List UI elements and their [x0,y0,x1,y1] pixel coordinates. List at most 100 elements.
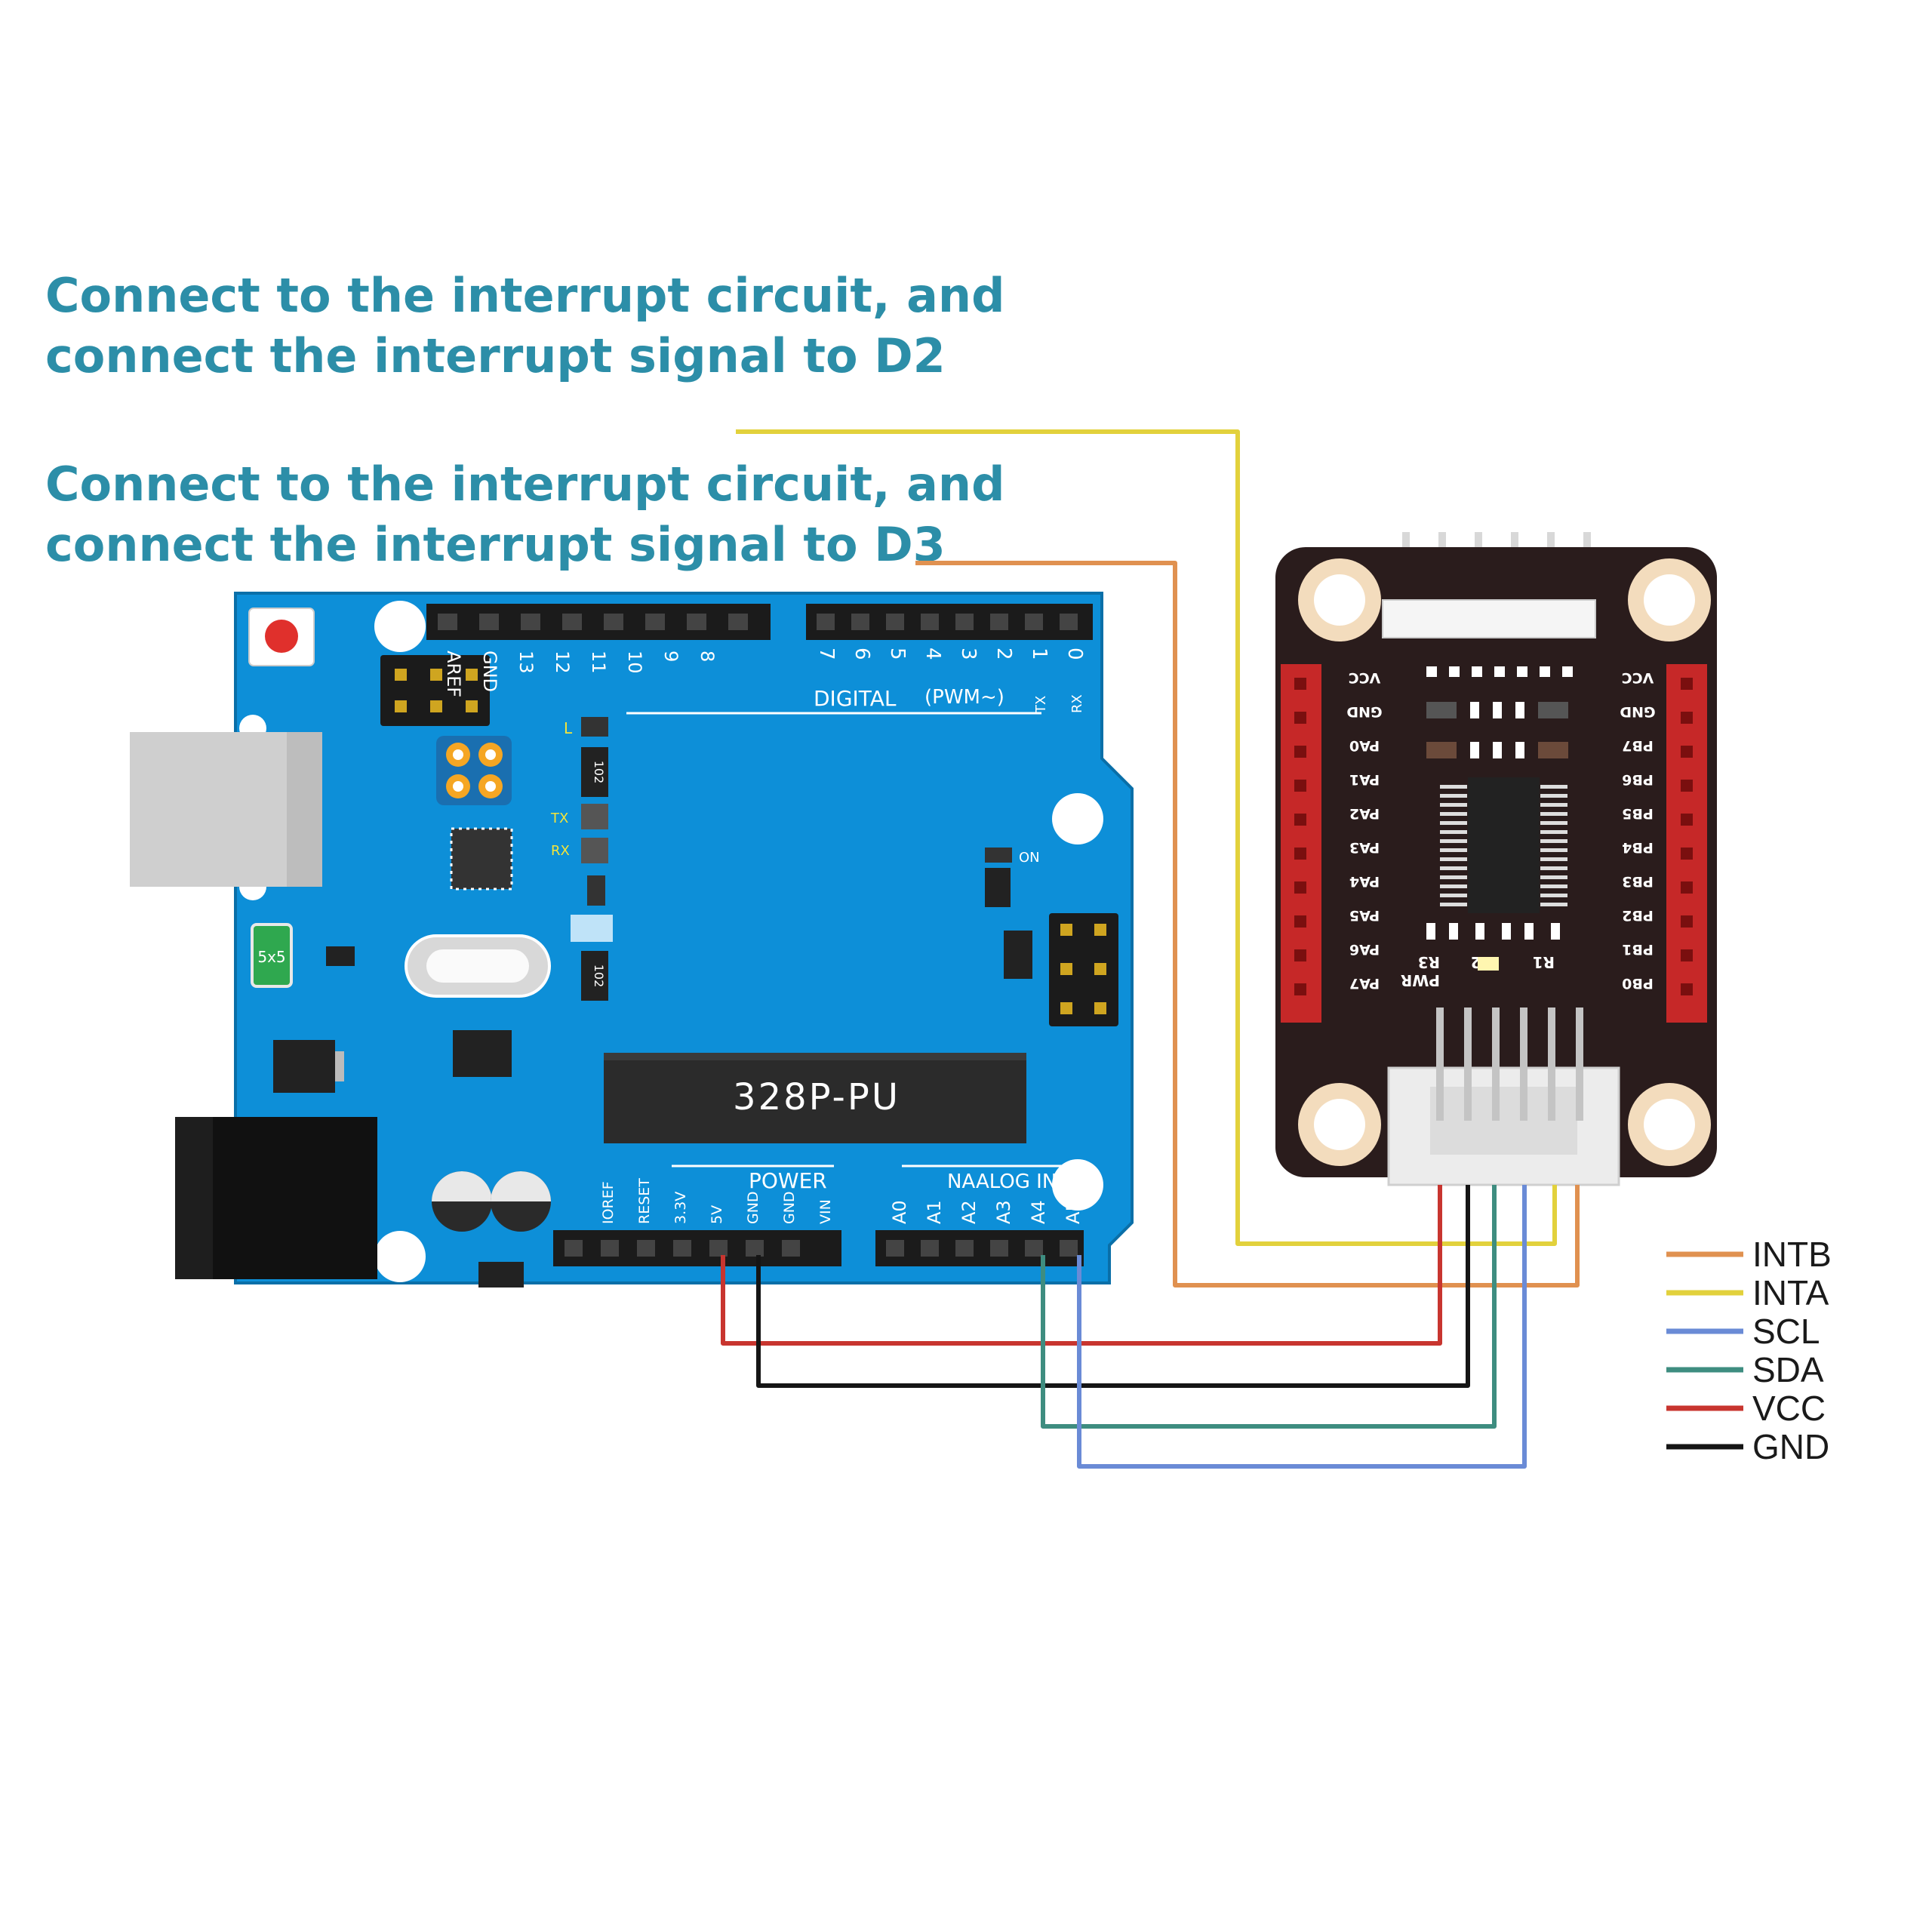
right-pin-label: PB1 [1622,941,1654,958]
digital-pin-label: 4 [921,648,944,660]
atmega-chip-edge [604,1053,1026,1060]
right-pin-label: PB3 [1622,873,1654,890]
jumper-pad [571,915,613,942]
reset-button-cap [265,620,298,653]
transistor [326,946,355,966]
right-pin-label: VCC [1622,669,1654,686]
left-pin-label: PA0 [1349,737,1380,754]
digital-pin-label: 6 [851,648,873,660]
chip-leg [1540,857,1567,861]
left-pin-label: PA3 [1349,839,1380,856]
analog-pin-label: A0 [889,1200,910,1224]
atmega-chip [604,1053,1026,1143]
legend-label: VCC [1752,1389,1826,1428]
regulator-tab [335,1051,344,1081]
resistor [587,875,605,906]
atmega-chip-label: 328P-PU [733,1076,900,1118]
digital-pin-label: 0 [1063,648,1086,660]
header-hole [1681,949,1693,961]
pin-socket [955,1240,974,1257]
digital-pin-label: 7 [815,648,838,660]
resistor [581,951,608,1001]
digital-pin-label: 3 [957,648,980,660]
r1-label: R1 [1533,953,1555,971]
header-hole [1294,915,1306,928]
chip-leg [1440,857,1467,861]
digital-sockets [438,614,1078,630]
power-pin-label: VIN [817,1199,834,1224]
header-hole [1294,983,1306,995]
chip-leg [1440,839,1467,843]
gold-pads [436,736,512,805]
chip-leg [1440,894,1467,897]
rx-label: RX [1069,694,1085,713]
icsp-pins [395,669,478,712]
pwr-led [1478,957,1499,971]
pin-socket [438,614,457,630]
left-pin-label: PA2 [1349,805,1380,822]
resistor [985,868,1011,907]
left-pin-label: VCC [1349,669,1381,686]
op-amp [453,1030,512,1077]
crystal-inner [426,949,529,983]
pin-socket [851,614,869,630]
pin-socket [479,614,499,630]
left-pin-label: GND [1346,703,1382,720]
icsp-header [1049,913,1118,1026]
module-mounting-holes [1298,558,1711,1166]
d3-caption-line2: connect the interrupt signal to D3 [45,517,946,572]
connector-pin [1548,1008,1555,1121]
resistor [581,747,608,797]
chip-leg [1540,812,1567,816]
power-pin-label: 5V [709,1205,725,1224]
resistor-label: 102 [592,964,606,988]
digital-pin-label: 1 [1028,648,1051,660]
resistor-label: 102 [592,761,606,784]
pin-socket [728,614,748,630]
digital-pin-label: 10 [624,651,645,674]
header-hole [1294,949,1306,961]
header-hole [1681,983,1693,995]
right-pin-label: PB7 [1622,737,1654,754]
left-pin-label: PA6 [1349,941,1380,958]
header-hole [1294,881,1306,894]
pin-socket [601,1240,619,1257]
pin-socket [521,614,540,630]
led-tx-label: TX [550,811,568,826]
analog-pin-label: A3 [993,1200,1014,1224]
mounting-hole [1052,1159,1103,1211]
chip-leg [1440,884,1467,888]
chip-leg [1540,866,1567,870]
scl-wire [1077,1185,1527,1469]
chip-leg [1440,812,1467,816]
chip-leg [1540,803,1567,807]
legend-label: INTA [1752,1273,1829,1312]
power-pin-label: GND [781,1191,798,1224]
digital-pin-label: 2 [992,648,1015,660]
right-pin-label: PB2 [1622,907,1654,924]
icsp-header [380,655,490,726]
capacitor-top [432,1171,492,1201]
led-on [985,848,1012,863]
left-pin-label: PA7 [1349,975,1380,992]
pin-socket [562,614,582,630]
chip-leg [1540,903,1567,906]
chip-leg [1440,903,1467,906]
pin-socket [1025,614,1043,630]
d2-caption-line2: connect the interrupt signal to D2 [45,328,946,383]
header-hole [1681,814,1693,826]
pin-socket [637,1240,655,1257]
pin-socket [921,614,939,630]
r3-label: R3 [1418,953,1440,971]
diode [478,1262,524,1287]
usb-chip [450,827,513,891]
pin-socket [886,614,904,630]
icsp-pins [1060,924,1106,1014]
digital-pin-label: 9 [660,651,681,662]
analog-header [875,1230,1084,1266]
